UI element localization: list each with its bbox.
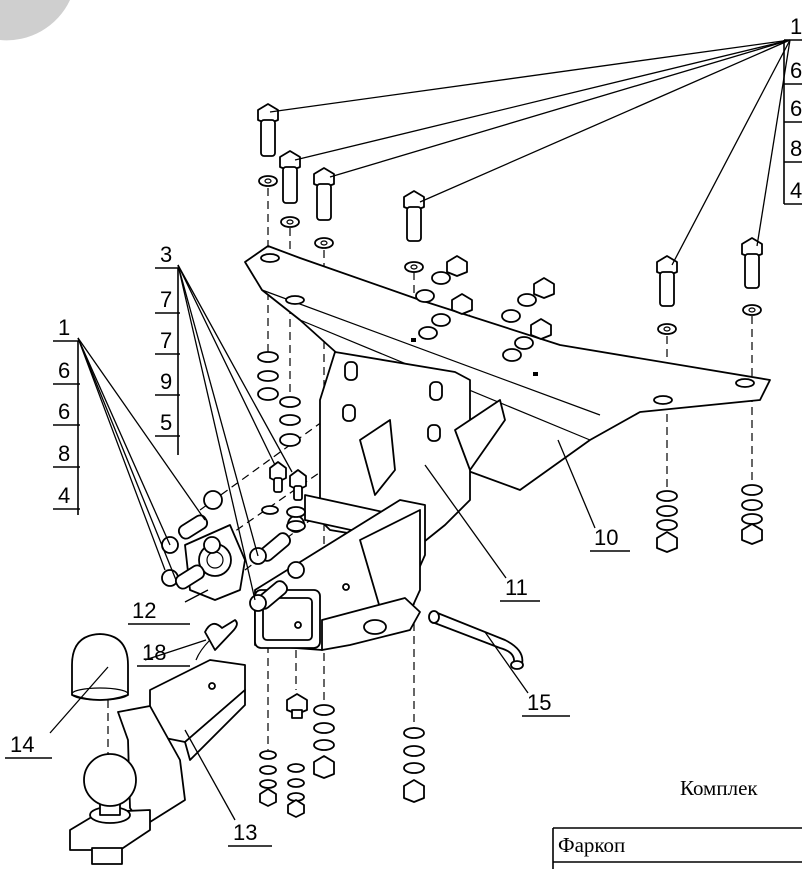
callout-labels: 1 6 6 8 4 3 7 7 9 5 1	[5, 14, 802, 847]
ball-cap-14	[71, 633, 129, 701]
bolt-5	[656, 255, 678, 335]
hitch-pin-15	[428, 610, 524, 670]
bolt-6	[741, 237, 763, 316]
callout-12: 12	[132, 598, 156, 623]
callout-leaders	[49, 39, 791, 821]
callout-left-5: 4	[58, 483, 70, 508]
callout-mid-4: 9	[160, 369, 172, 394]
spring-clip-18	[195, 619, 238, 661]
callout-left-1: 1	[58, 315, 70, 340]
socket-plate-12	[161, 490, 305, 612]
bolt-2	[279, 150, 301, 228]
bolt-4	[403, 190, 425, 273]
callout-mid-1: 3	[160, 242, 172, 267]
kit-table: Фаркоп	[552, 827, 802, 869]
mounting-plate-11	[304, 351, 506, 546]
right-fastener-stacks	[656, 484, 763, 553]
ball-mount-13	[69, 659, 246, 865]
callout-right-1: 1	[790, 14, 802, 39]
center-fastener-cluster	[415, 255, 555, 362]
callout-right-2: 6	[790, 58, 802, 83]
callout-left-3: 6	[58, 399, 70, 424]
tow-ball	[83, 700, 137, 824]
receiver-tube	[254, 499, 426, 651]
callout-right-4: 8	[790, 136, 802, 161]
main-crossbar-10	[244, 245, 771, 491]
callout-mid-2: 7	[160, 287, 172, 312]
callout-15: 15	[527, 690, 551, 715]
callout-left-2: 6	[58, 358, 70, 383]
callout-10: 10	[594, 525, 618, 550]
left-fastener-stack	[257, 351, 307, 532]
right-callout-stack: 1 6 6 8 4	[783, 14, 802, 205]
bolt-3	[313, 167, 335, 249]
table-row-1-label: Фаркоп	[558, 833, 625, 857]
callout-mid-5: 5	[160, 410, 172, 435]
left-callout-stack: 1 6 6 8 4	[53, 315, 80, 515]
top-bolts	[257, 103, 763, 335]
corner-badge	[0, 0, 70, 41]
callout-13: 13	[233, 820, 257, 845]
bottom-fastener-stacks	[259, 693, 425, 818]
callout-right-5: 4	[790, 178, 802, 203]
callout-18: 18	[142, 640, 166, 665]
callout-11: 11	[505, 575, 528, 600]
callout-14: 14	[10, 732, 34, 757]
bolt-1	[257, 103, 279, 187]
callout-right-3: 6	[790, 96, 802, 121]
kit-caption: Комплек	[680, 776, 758, 800]
callout-left-4: 8	[58, 441, 70, 466]
middle-callout-stack: 3 7 7 9 5	[155, 242, 180, 455]
callout-mid-3: 7	[160, 328, 172, 353]
